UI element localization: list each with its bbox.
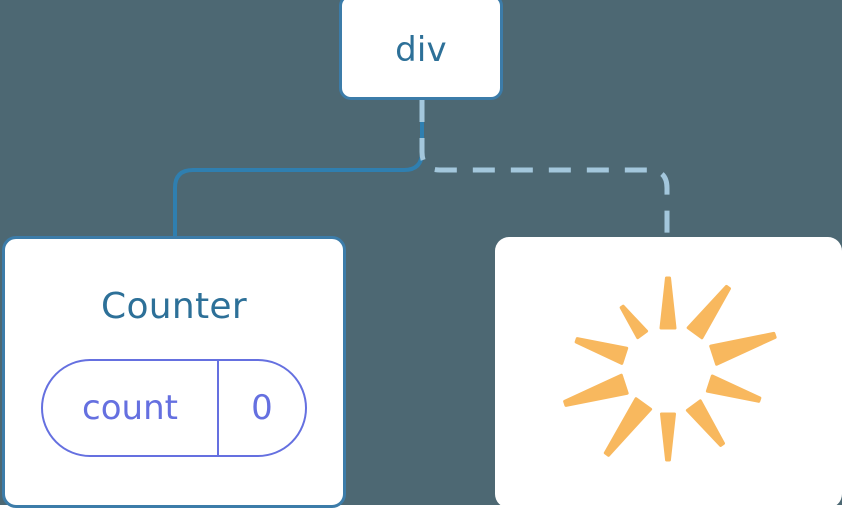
node-div-label: div xyxy=(395,30,447,70)
state-value-label: 0 xyxy=(251,388,273,428)
state-pill-count[interactable]: count 0 xyxy=(41,359,307,457)
node-counter[interactable]: Counter count 0 xyxy=(2,236,346,508)
edge-div-to-counter xyxy=(173,98,424,240)
sparkle-ray-9 xyxy=(619,304,649,340)
sparkle-ray-5 xyxy=(660,412,676,462)
node-div[interactable]: div xyxy=(339,0,503,100)
sparkle-ray-3 xyxy=(705,374,762,403)
state-key-label: count xyxy=(82,388,178,428)
sparkle-burst-icon xyxy=(563,276,777,462)
edge-div-to-sparkle xyxy=(419,100,670,238)
sparkle-ray-0 xyxy=(659,276,677,330)
sparkle-ray-7 xyxy=(563,373,629,407)
sparkle-ray-4 xyxy=(685,399,725,447)
node-sparkle[interactable] xyxy=(495,237,842,508)
state-pill-divider xyxy=(217,361,219,455)
sparkle-ray-2 xyxy=(709,331,777,366)
node-counter-label: Counter xyxy=(101,286,247,327)
sparkle-ray-1 xyxy=(686,284,731,340)
sparkle-ray-6 xyxy=(603,397,653,457)
sparkle-ray-8 xyxy=(574,337,629,365)
